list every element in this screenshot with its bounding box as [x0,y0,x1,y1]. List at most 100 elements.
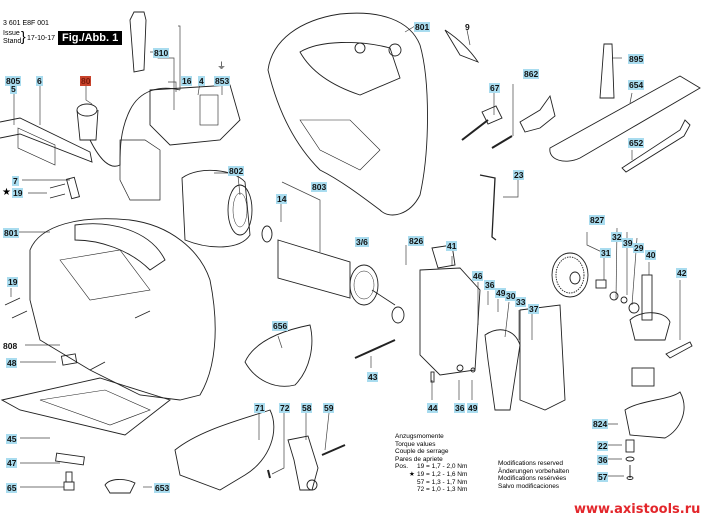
gear-housing-826 [354,244,481,383]
part-label-826[interactable]: 826 [408,236,425,246]
part-label-895[interactable]: 895 [628,54,645,64]
torque-values-block: Anzugsmomente Torque values Couple de se… [395,433,467,494]
part-label-59[interactable]: 59 [323,403,335,413]
torque-row: ★19 = 1,2 - 1,6 Nm [409,470,468,478]
part-label-71[interactable]: 71 [254,403,266,413]
part-label-36-b[interactable]: 36 [454,403,466,413]
part-label-803[interactable]: 803 [311,182,328,192]
part-label-652[interactable]: 652 [628,138,645,148]
part-label-33[interactable]: 33 [515,297,527,307]
part-label-656[interactable]: 656 [272,321,289,331]
part-label-49-a[interactable]: 49 [495,288,507,298]
part-label-824[interactable]: 824 [592,419,609,429]
part-58-roller-holder [287,435,319,491]
part-label-801-left[interactable]: 801 [3,228,20,238]
part-label-57[interactable]: 57 [597,472,609,482]
plunger-40 [629,274,671,387]
part-895-tube [599,43,615,99]
torque-heading-es: Pares de apriete [395,455,443,463]
torque-row: 57 = 1,3 - 1,7 Nm [417,478,468,486]
guard-824 [624,391,685,439]
part-label-36-c[interactable]: 36 [597,455,609,465]
part-label-42[interactable]: 42 [676,268,688,278]
part-label-45[interactable]: 45 [6,434,18,444]
base-plate-45 [0,377,171,436]
housing-half-right [267,12,428,216]
figure-title: Fig./Abb. 1 [58,31,123,45]
screws-left [4,183,151,371]
part-label-808[interactable]: 808 [3,341,18,351]
part-label-805[interactable]: 805 [5,76,22,86]
part-label-44[interactable]: 44 [427,403,439,413]
part-label-653[interactable]: 653 [154,483,171,493]
issue-label-text: Issue [3,30,20,37]
part-652-hex-key [621,119,691,173]
washers-32-39-29 [609,291,640,314]
part-label-80-highlighted[interactable]: 80 [80,76,92,86]
part-label-40[interactable]: 40 [645,250,657,260]
part-label-49-b[interactable]: 49 [467,403,479,413]
torque-row: 72 = 1,0 - 1,3 Nm [417,486,468,494]
part-label-19[interactable]: 19 [7,277,19,287]
part-label-48[interactable]: 48 [6,358,18,368]
part-label-22[interactable]: 22 [597,441,609,451]
part-71-lever [174,409,275,491]
torque-heading-de: Anzugsmomente [395,433,444,440]
part-label-853[interactable]: 853 [214,76,231,86]
part-label-36-a[interactable]: 36 [484,280,496,290]
part-30-lever [484,329,521,411]
torque-heading-en: Torque values [395,440,436,448]
roller-58 [306,479,318,491]
part-label-810[interactable]: 810 [153,48,170,58]
part-label-862[interactable]: 862 [523,69,540,79]
part-23-wire [479,174,497,241]
part-label-43[interactable]: 43 [367,372,379,382]
cover-656 [244,324,313,387]
part-label-67[interactable]: 67 [489,83,501,93]
part-label-31[interactable]: 31 [600,248,612,258]
part-label-4[interactable]: 4 [198,76,205,86]
pin-862 [491,135,513,149]
part-label-7[interactable]: 7 [12,176,19,186]
part-42-blade-clamp [665,341,693,359]
star-marker: ★ [2,187,11,198]
part-label-802[interactable]: 802 [228,166,245,176]
part-9-shield [444,29,480,63]
part-label-41[interactable]: 41 [446,241,458,251]
torque-row: Pos.19 = 1,7 - 2,0 Nm [395,463,468,471]
part-label-39[interactable]: 39 [622,238,634,248]
part-label-6[interactable]: 6 [36,76,43,86]
screw-65 [63,471,75,491]
part-label-58[interactable]: 58 [301,403,313,413]
part-label-801-top[interactable]: 801 [414,22,431,32]
part-label-37[interactable]: 37 [528,304,540,314]
part-label-14[interactable]: 14 [276,194,288,204]
brace-symbol: } [21,28,26,44]
stator-802 [181,169,253,248]
part-label-827[interactable]: 827 [589,215,606,225]
part-label-654[interactable]: 654 [628,80,645,90]
part-label-19-starred[interactable]: 19 [12,188,24,198]
screw-72 [267,469,271,479]
part-label-16[interactable]: 16 [181,76,193,86]
part-862-lever [519,94,556,133]
part-653-clamp [104,479,136,494]
spring-22-washer-36-screw-57 [625,439,635,480]
part-label-46[interactable]: 46 [472,271,484,281]
part-label-3-6[interactable]: 3/6 [355,237,369,247]
modifications-fr: Modifications resérvées [498,475,567,483]
watermark-url[interactable]: www.axistools.ru [574,502,701,517]
part-label-65[interactable]: 65 [6,483,18,493]
part-label-47[interactable]: 47 [6,458,18,468]
part-label-9[interactable]: 9 [465,22,470,32]
part-label-29[interactable]: 29 [633,243,645,253]
part-label-23[interactable]: 23 [513,170,525,180]
torque-heading-fr: Couple de serrage [395,448,449,456]
part-label-72[interactable]: 72 [279,403,291,413]
modifications-en: Modifications reserved [498,460,564,467]
part-label-32[interactable]: 32 [611,232,623,242]
housing-half-left [29,218,216,401]
part-label-30[interactable]: 30 [505,291,517,301]
part-label-5[interactable]: 5 [10,84,17,94]
